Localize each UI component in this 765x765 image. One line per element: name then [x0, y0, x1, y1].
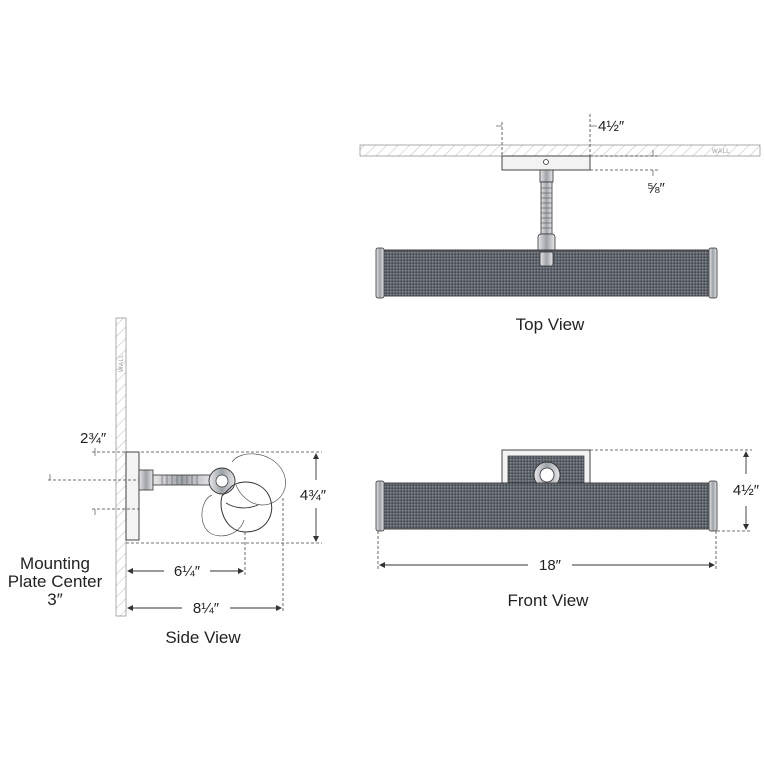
top-view-plate-width-label: 4½″ — [598, 118, 625, 135]
top-view-arm-collar — [539, 169, 554, 183]
side-view-title: Side View — [165, 628, 241, 647]
mounting-note-line1: Mounting — [20, 554, 90, 573]
front-view-end-cap-left — [375, 480, 385, 532]
front-view-height-arrow-top — [743, 451, 749, 457]
mounting-note-line2: Plate Center — [8, 572, 103, 591]
top-view-knuckle-front — [539, 251, 554, 267]
side-view-height-arrow-top — [313, 453, 319, 459]
top-view-plate-screw — [543, 159, 549, 165]
side-view-arm-reach-label: 6¼″ — [174, 563, 201, 580]
top-view-arm-ribs — [541, 187, 552, 229]
top-view: WALL 4½″ ⅝″ Top View — [359, 114, 761, 334]
side-view-total-reach-label: 8¼″ — [193, 600, 220, 617]
side-view-shade-ghost-lower — [201, 494, 245, 537]
side-view-arm-reach-arrow-right — [238, 568, 244, 574]
side-view-shade-lip — [225, 502, 259, 509]
side-view-wall-label: WALL — [119, 354, 125, 372]
top-view-plate-depth-label: ⅝″ — [647, 180, 666, 197]
side-view: WALL 4¾″ 2¾″ — [8, 317, 327, 647]
side-view-total-reach-arrow-right — [276, 605, 282, 611]
side-view-mounting-plate — [125, 451, 140, 541]
side-view-height-arrow-bottom — [313, 536, 319, 542]
front-view-height-arrow-bottom — [743, 524, 749, 530]
front-view: 4½″ 18″ Front View — [375, 449, 760, 610]
top-view-end-cap-left — [375, 247, 385, 299]
side-view-plate-top-label: 2¾″ — [80, 430, 107, 447]
front-view-title: Front View — [508, 591, 590, 610]
side-view-swivel-center — [215, 474, 229, 488]
top-view-wall-label: WALL — [712, 149, 730, 155]
front-view-shade — [382, 482, 711, 530]
side-view-arm-ribs — [161, 475, 198, 485]
side-view-shade-ghost-upper — [231, 453, 286, 506]
side-view-height-label: 4¾″ — [300, 487, 327, 504]
side-view-shade-profile — [220, 481, 273, 533]
front-view-width-arrow-left — [379, 562, 385, 568]
front-view-height-label: 4½″ — [733, 482, 760, 499]
front-view-width-arrow-right — [709, 562, 715, 568]
top-view-end-cap-right — [708, 247, 718, 299]
side-view-arm-reach-arrow-left — [127, 568, 133, 574]
mounting-note-line3: 3″ — [47, 590, 62, 609]
front-view-end-cap-right — [708, 480, 718, 532]
side-view-total-reach-arrow-left — [127, 605, 133, 611]
front-view-swivel-inner — [539, 467, 555, 483]
side-view-arm-collar — [138, 469, 154, 491]
top-view-title: Top View — [516, 315, 585, 334]
front-view-width-label: 18″ — [539, 557, 562, 574]
top-view-wall — [359, 144, 761, 157]
